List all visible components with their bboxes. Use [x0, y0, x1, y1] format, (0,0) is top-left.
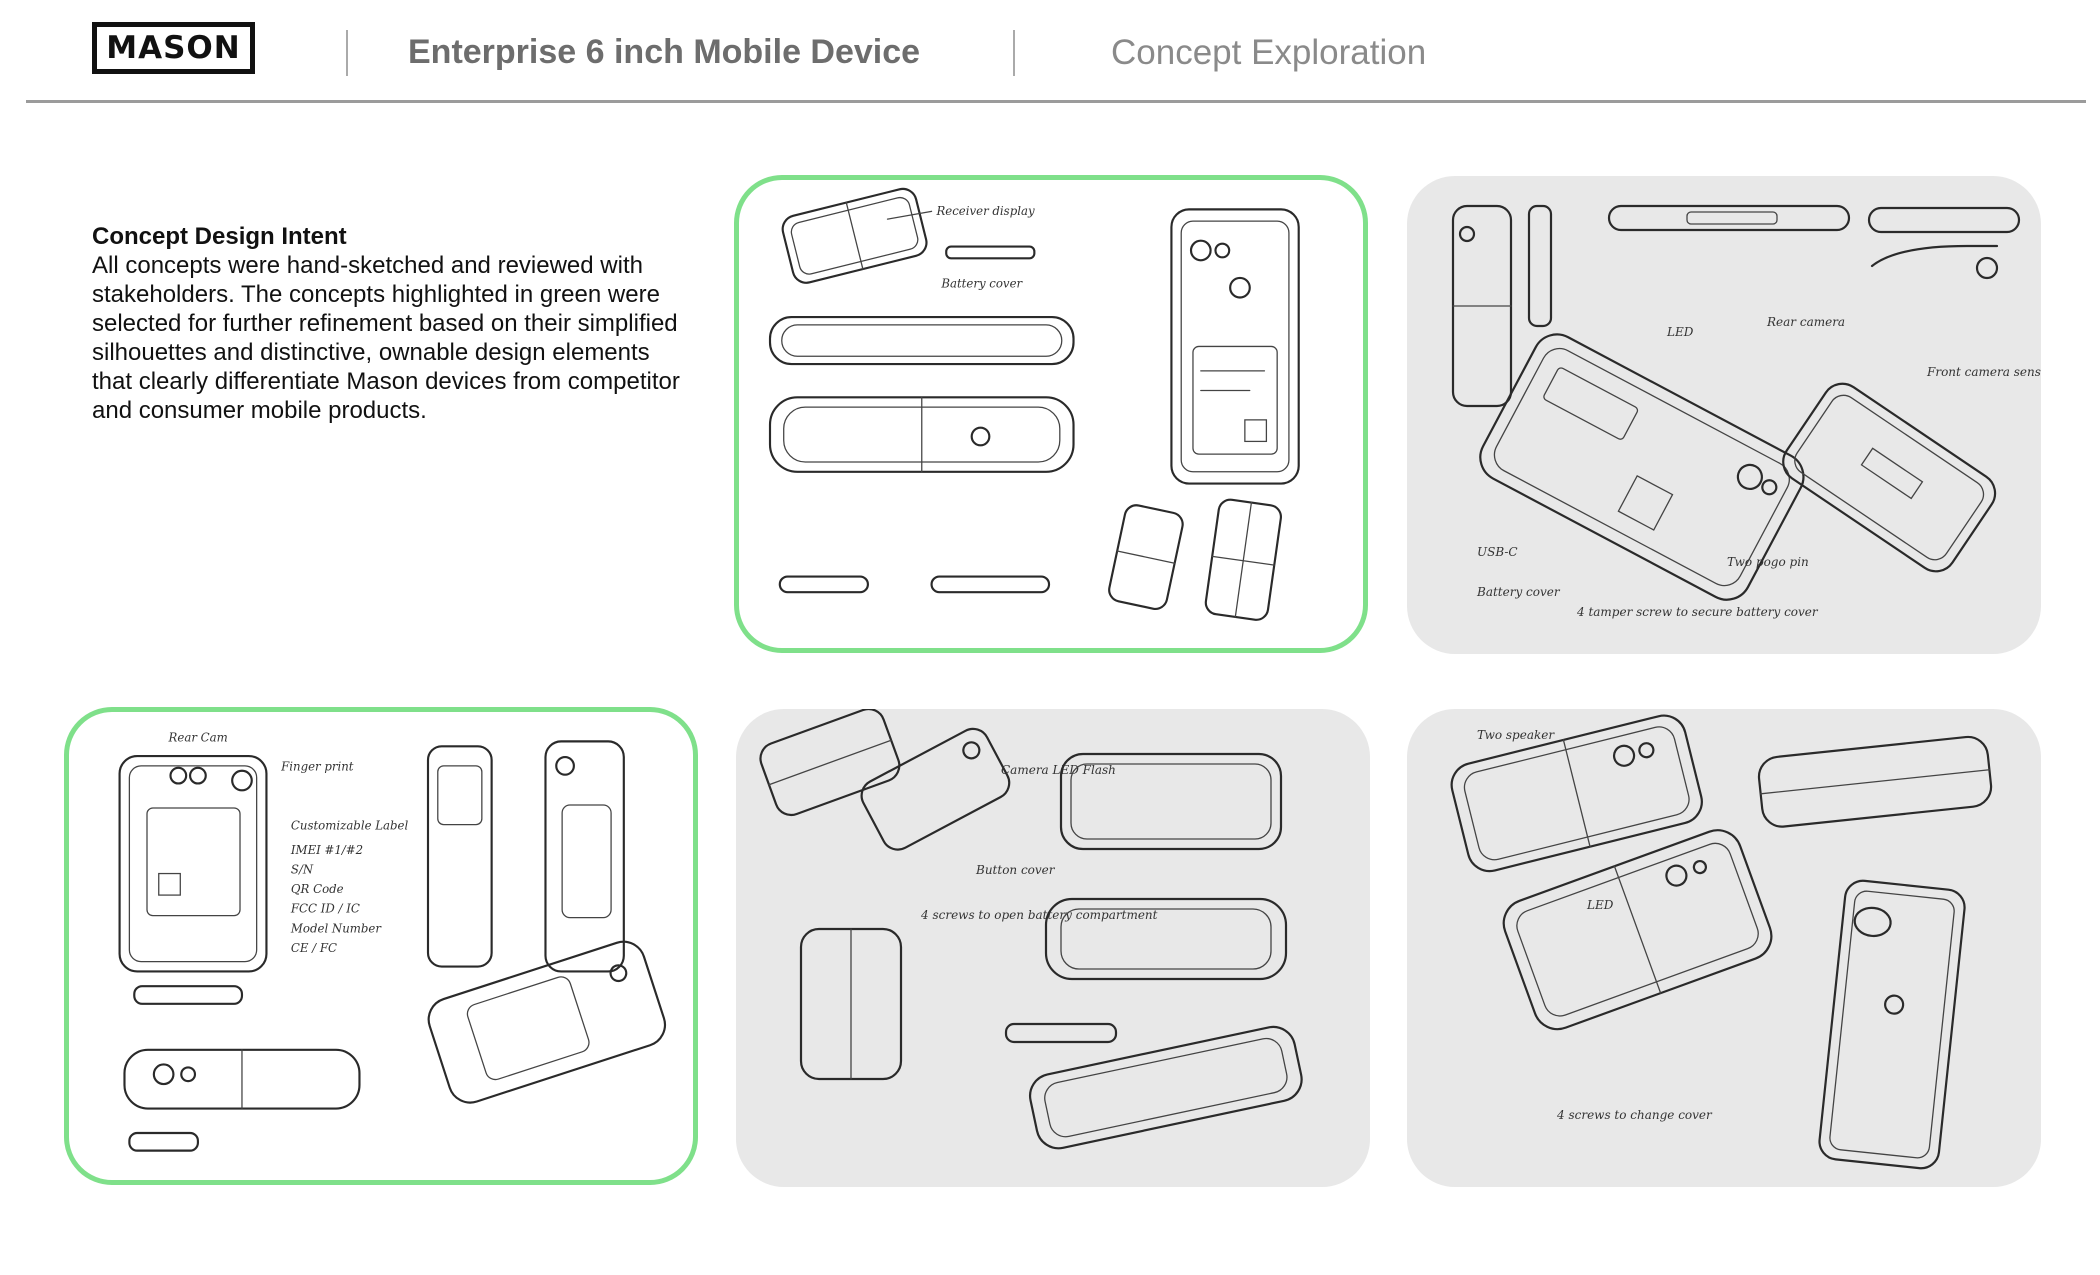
note-usb-c: USB-C	[1477, 545, 1518, 559]
concept-sketch-5[interactable]: Two speaker LED 4 screws to change cover	[1407, 709, 2041, 1187]
note-rear-camera: Rear camera	[1766, 315, 1845, 329]
note-camera-led-flash: Camera LED Flash	[1001, 763, 1116, 777]
note-two-speaker: Two speaker	[1477, 728, 1555, 742]
note-sn: S/N	[291, 863, 314, 877]
note-receiver-display: Receiver display	[935, 204, 1035, 218]
note-ce-fc: CE / FC	[291, 941, 337, 955]
concept-sketch-3[interactable]: Rear Cam Finger print Customizable Label…	[64, 707, 698, 1185]
intent-body: All concepts were hand-sketched and revi…	[92, 252, 680, 424]
note-customizable-label: Customizable Label	[291, 818, 409, 832]
note-battery-cover-2: Battery cover	[1476, 585, 1561, 599]
note-imei: IMEI #1/#2	[290, 843, 363, 857]
note-led-2: LED	[1586, 898, 1614, 912]
concept-sketch-1[interactable]: Receiver display Battery cover	[734, 175, 1368, 653]
note-led: LED	[1666, 325, 1694, 339]
page-subtitle: Concept Exploration	[1111, 33, 1427, 72]
note-four-screws: 4 screws to open battery compartment	[920, 908, 1158, 922]
intent-heading: Concept Design Intent	[92, 223, 347, 250]
sketch-concept-4: Camera LED Flash Button cover 4 screws t…	[759, 709, 1303, 1150]
note-model-number: Model Number	[290, 921, 382, 935]
note-battery-cover: Battery cover	[940, 277, 1023, 291]
note-front-camera-sensor: Front camera sensor	[1926, 365, 2041, 379]
concept-sketch-4[interactable]: Camera LED Flash Button cover 4 screws t…	[736, 709, 1370, 1187]
header: MASON Enterprise 6 inch Mobile Device Co…	[0, 0, 2100, 103]
concept-sketch-2[interactable]: LED Rear camera Front camera sensor USB-…	[1407, 176, 2041, 654]
note-tamper-screw: 4 tamper screw to secure battery cover	[1576, 605, 1819, 619]
note-two-pogo-pin: Two pogo pin	[1727, 555, 1809, 569]
header-divider	[1013, 30, 1015, 76]
header-divider	[346, 30, 348, 76]
note-fcc: FCC ID / IC	[290, 902, 360, 916]
sketch-concept-3: Rear Cam Finger print Customizable Label…	[118, 730, 667, 1152]
header-rule	[26, 100, 2086, 103]
page-title: Enterprise 6 inch Mobile Device	[408, 33, 921, 71]
sketch-concept-1: Receiver display Battery cover	[768, 187, 1300, 621]
note-rear-cam: Rear Cam	[168, 730, 228, 744]
concept-intent: Concept Design Intent All concepts were …	[92, 222, 692, 425]
note-four-screws-cover: 4 screws to change cover	[1556, 1108, 1713, 1122]
sketch-concept-2: LED Rear camera Front camera sensor USB-…	[1451, 204, 2041, 619]
mason-logo: MASON	[92, 22, 255, 74]
note-finger-print: Finger print	[280, 760, 354, 774]
note-qr-code: QR Code	[291, 882, 344, 896]
note-button-cover: Button cover	[975, 863, 1056, 877]
sketch-concept-5: Two speaker LED 4 screws to change cover	[1450, 714, 1993, 1170]
